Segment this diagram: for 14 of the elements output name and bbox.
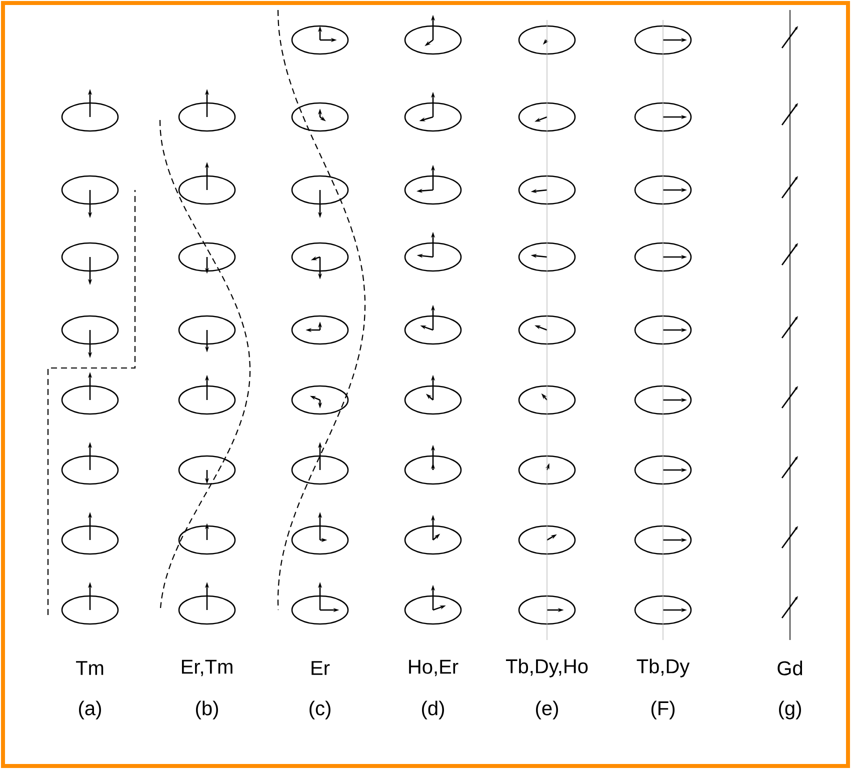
column-label: Tm [76, 661, 104, 675]
column-label: Tb,Dy [636, 658, 690, 678]
column-label: Ho,Er [409, 660, 458, 676]
column-label: (g) [779, 700, 801, 720]
column-label: (c) [310, 700, 330, 720]
column-label: Er,Tm [182, 660, 232, 676]
column-label: (d) [422, 700, 444, 720]
column-label: (e) [536, 700, 558, 720]
column-label: (F) [651, 700, 675, 720]
column-label: Gd [778, 660, 802, 676]
column-label: (b) [196, 700, 218, 720]
column-label: Er [312, 661, 330, 675]
column-label: Tb,Dy,Ho [506, 658, 588, 678]
column-label: (a) [79, 700, 101, 720]
